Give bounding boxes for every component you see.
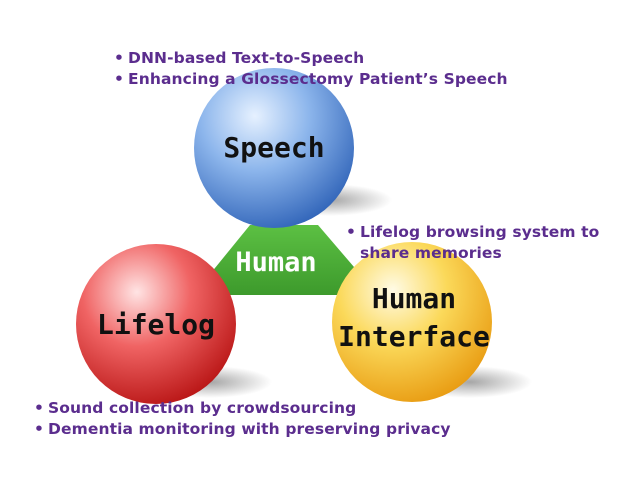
interface-label-line1: Human xyxy=(372,282,456,315)
speech-label: Speech xyxy=(223,131,324,164)
interface-bullet: Lifelog browsing system to share memorie… xyxy=(346,222,640,264)
speech-bullet: Enhancing a Glossectomy Patient’s Speech xyxy=(114,69,508,90)
lifelog-bullet-list: Sound collection by crowdsourcing Dement… xyxy=(34,398,451,440)
human-hub xyxy=(193,225,378,295)
interface-label-line2: Interface xyxy=(338,320,490,353)
interface-circle xyxy=(332,242,492,402)
interface-bullet-list: Lifelog browsing system to share memorie… xyxy=(346,222,640,264)
lifelog-bullet: Dementia monitoring with preserving priv… xyxy=(34,419,451,440)
lifelog-circle xyxy=(76,244,236,404)
speech-bullet-list: DNN-based Text-to-Speech Enhancing a Glo… xyxy=(114,48,508,90)
lifelog-bullet: Sound collection by crowdsourcing xyxy=(34,398,451,419)
speech-circle xyxy=(194,68,354,228)
hub-label: Human xyxy=(235,247,316,278)
lifelog-label: Lifelog xyxy=(97,308,215,341)
speech-bullet: DNN-based Text-to-Speech xyxy=(114,48,508,69)
